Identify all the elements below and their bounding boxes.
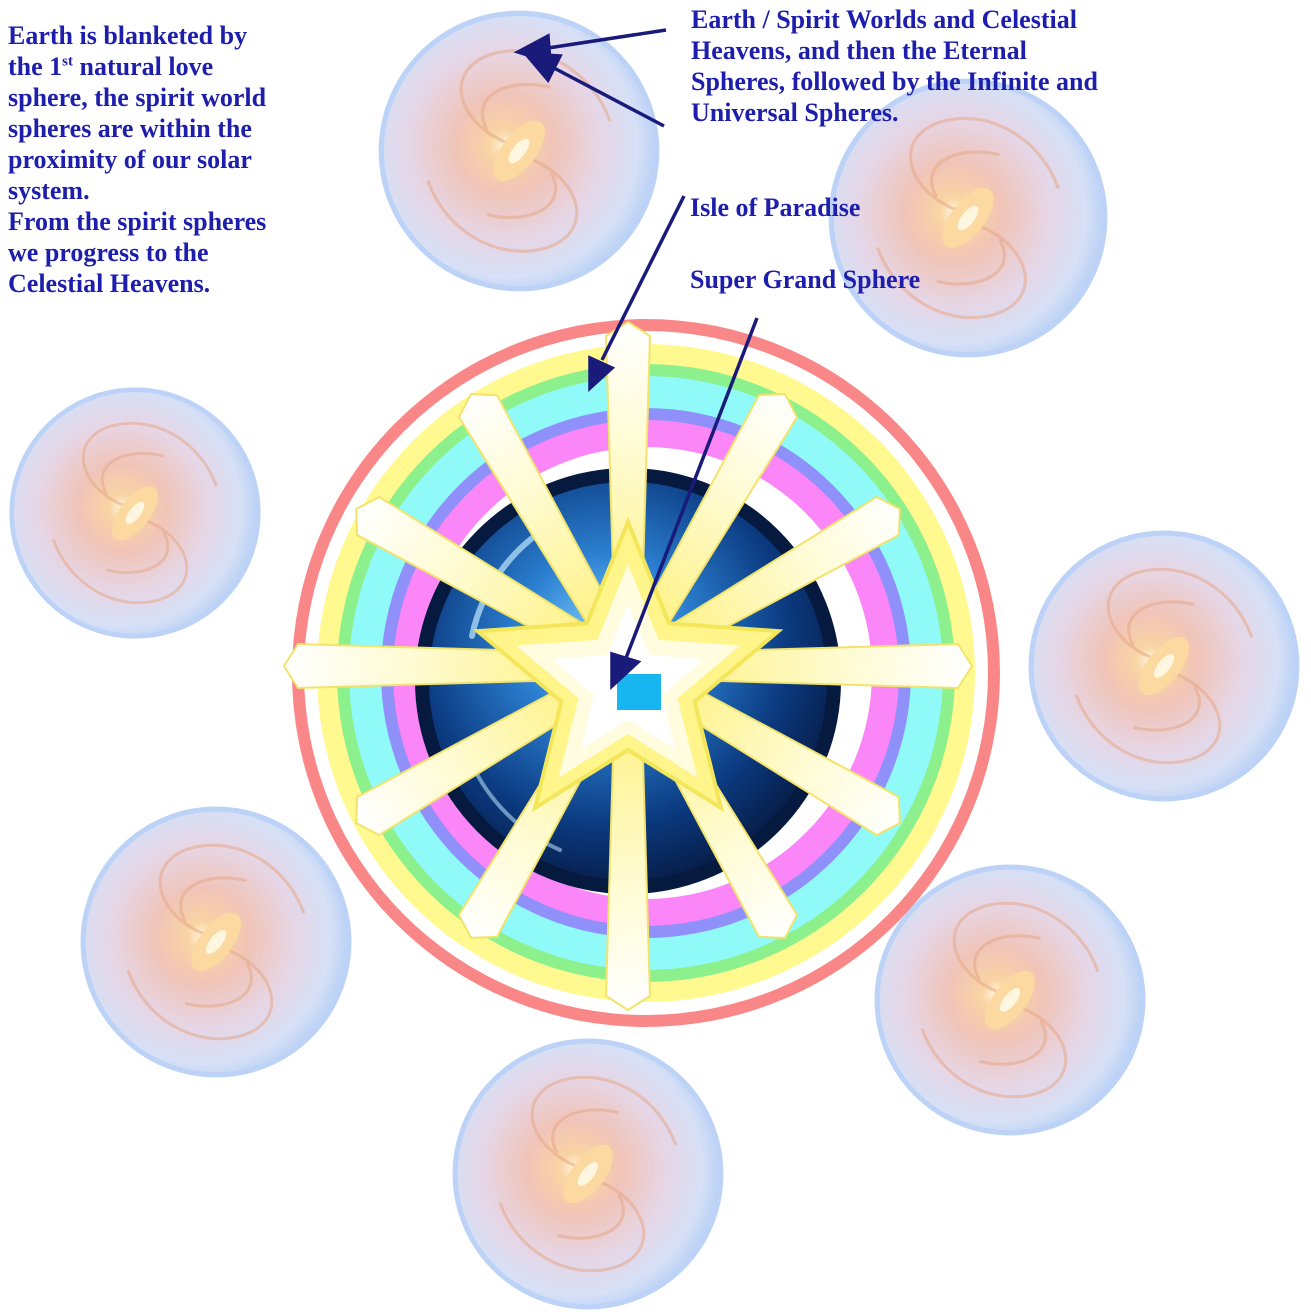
left-note-line2-prefix: the 1 [8, 52, 62, 81]
left-note-line: proximity of our solar [8, 144, 266, 175]
galaxy-sphere-bottom-right [875, 865, 1145, 1135]
left-note-line: From the spirit spheres [8, 206, 266, 237]
left-note-line: Earth is blanketed by [8, 20, 266, 51]
galaxy-sphere-right [1029, 531, 1299, 801]
isle-of-paradise-square [617, 674, 661, 710]
left-note-line: spheres are within the [8, 113, 266, 144]
galaxy-sphere-bottom [453, 1039, 723, 1309]
left-note-line2-suffix: natural love [73, 52, 213, 81]
spheres-progression-note: Earth / Spirit Worlds and Celestial Heav… [691, 4, 1098, 128]
left-note-line: sphere, the spirit world [8, 82, 266, 113]
top-note-line: Spheres, followed by the Infinite and [691, 66, 1098, 97]
isle-of-paradise-label: Isle of Paradise [690, 192, 860, 223]
galaxy-sphere-bottom-left [81, 807, 351, 1077]
super-grand-sphere-label: Super Grand Sphere [690, 264, 920, 295]
spirit-spheres-note: Earth is blanketed by the 1st natural lo… [8, 20, 266, 299]
galaxy-sphere-left [10, 388, 260, 638]
left-note-line: the 1st natural love [8, 51, 266, 82]
top-note-line: Earth / Spirit Worlds and Celestial [691, 4, 1098, 35]
top-note-line: Universal Spheres. [691, 97, 1098, 128]
left-note-line: system. [8, 175, 266, 206]
left-note-ordinal-sup: st [62, 53, 73, 69]
top-note-line: Heavens, and then the Eternal [691, 35, 1098, 66]
light-ray [606, 726, 650, 1010]
left-note-line: Celestial Heavens. [8, 268, 266, 299]
left-note-line: we progress to the [8, 237, 266, 268]
